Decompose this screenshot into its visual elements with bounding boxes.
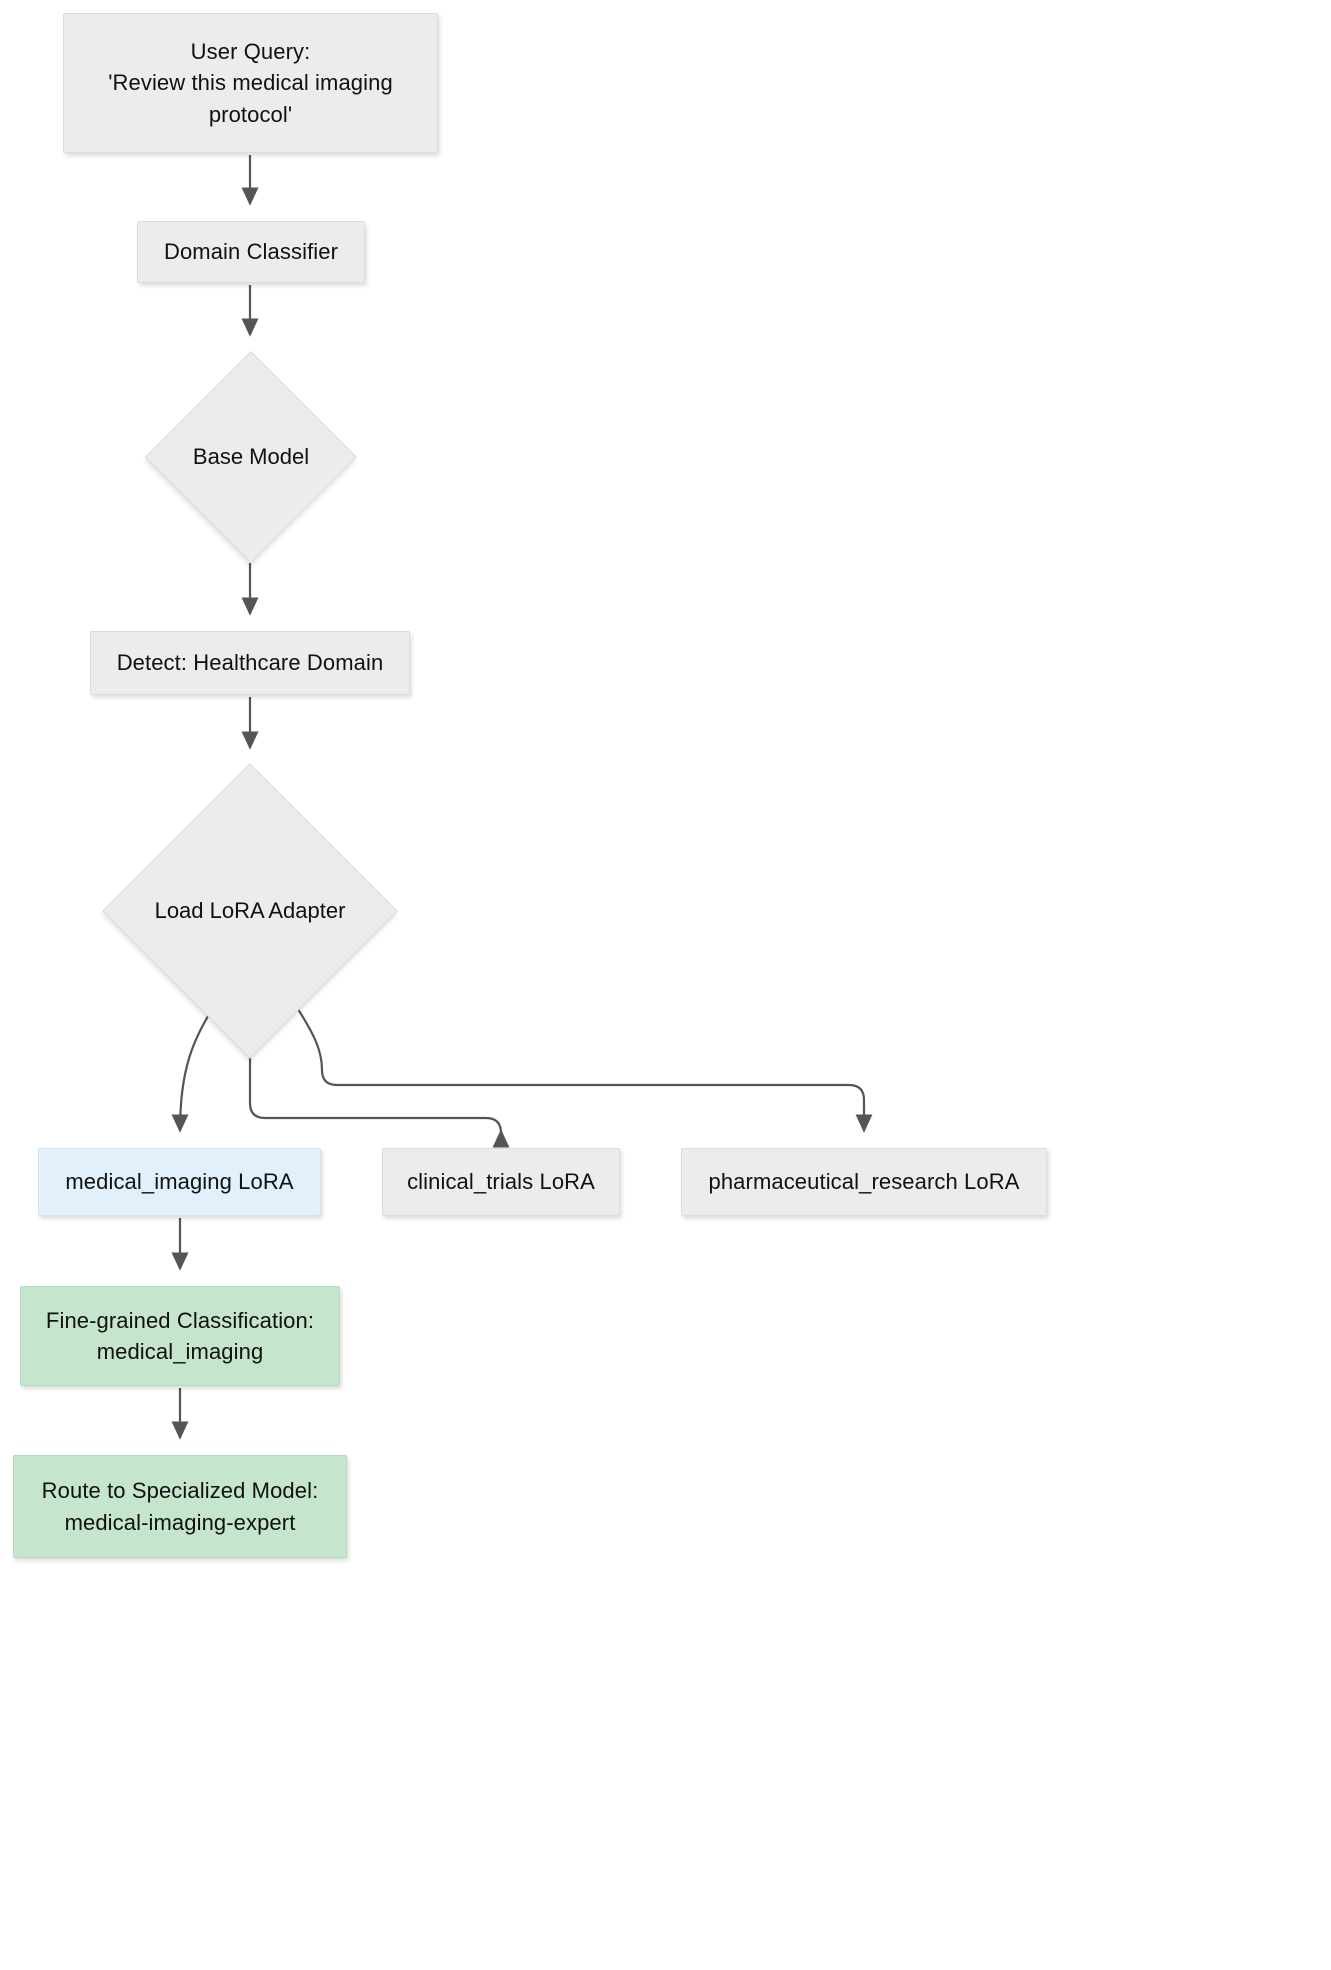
node-detect-healthcare-domain-label: Detect: Healthcare Domain: [116, 650, 384, 676]
node-fine-grained-classification[interactable]: Fine-grained Classification: medical_ima…: [20, 1286, 340, 1386]
node-pharmaceutical-research-lora-label: pharmaceutical_research LoRA: [708, 1169, 1020, 1195]
node-fine-grained-classification-label: Fine-grained Classification: medical_ima…: [45, 1307, 315, 1364]
node-medical-imaging-lora-label: medical_imaging LoRA: [65, 1169, 294, 1195]
node-base-model[interactable]: Base Model: [144, 350, 358, 564]
node-user-query-label: User Query: 'Review this medical imaging…: [108, 39, 393, 127]
edge-load-lora-adapter-to-clinical-trials-lora: [248, 1056, 510, 1148]
node-detect-healthcare-domain[interactable]: Detect: Healthcare Domain: [90, 631, 410, 695]
node-user-query[interactable]: User Query: 'Review this medical imaging…: [63, 13, 438, 153]
node-load-lora-adapter-label: Load LoRA Adapter: [154, 897, 346, 923]
node-route-to-specialized-model-label: Route to Specialized Model: medical-imag…: [41, 1478, 319, 1535]
node-domain-classifier-label: Domain Classifier: [163, 239, 339, 265]
node-pharmaceutical-research-lora[interactable]: pharmaceutical_research LoRA: [681, 1148, 1047, 1216]
node-medical-imaging-lora[interactable]: medical_imaging LoRA: [38, 1148, 321, 1216]
node-domain-classifier[interactable]: Domain Classifier: [137, 221, 365, 283]
node-load-lora-adapter[interactable]: Load LoRA Adapter: [102, 763, 398, 1059]
node-clinical-trials-lora-label: clinical_trials LoRA: [407, 1169, 595, 1195]
node-clinical-trials-lora[interactable]: clinical_trials LoRA: [382, 1148, 620, 1216]
node-base-model-label: Base Model: [192, 443, 310, 469]
node-route-to-specialized-model[interactable]: Route to Specialized Model: medical-imag…: [13, 1455, 347, 1558]
